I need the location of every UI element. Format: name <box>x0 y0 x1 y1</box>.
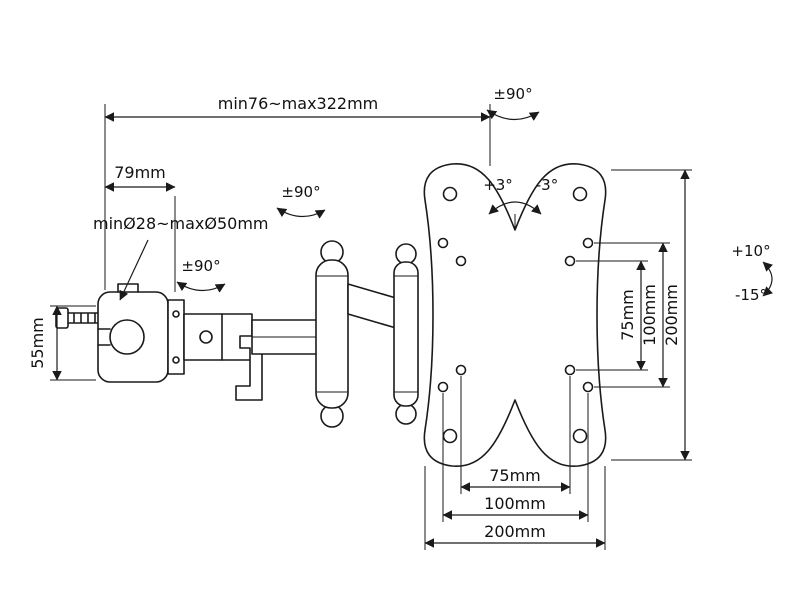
plate-pivot-cylinder <box>393 261 419 407</box>
elbow-cylinder <box>315 259 349 409</box>
rotation-arrow-plate <box>486 109 540 121</box>
mount-hole-75-br <box>564 364 576 376</box>
rotation-arrow-elbow <box>276 207 326 219</box>
mount-hole-corner-br <box>572 428 588 444</box>
plate-pivot-cap-lines <box>394 275 418 393</box>
dim-vesa-horizontal: 75mm 100mm 200mm <box>424 376 606 550</box>
level-adjust-arrow <box>488 201 542 215</box>
clamp-screw-head <box>55 307 69 329</box>
articulating-arm <box>183 240 419 428</box>
mount-hole-75-tr <box>564 255 576 267</box>
ext-line <box>442 393 589 522</box>
ext-line <box>576 260 648 371</box>
elbow-cap-lines <box>316 275 348 393</box>
dim-vesa-vertical: 75mm 100mm 200mm <box>576 169 692 461</box>
plate-pivot-ball-top <box>395 243 417 265</box>
mount-hole-100-tr <box>582 237 594 249</box>
dim-label-v100: 100mm <box>640 284 659 346</box>
rotation-annotations: ±90° ±90° ±90° +3° -3° +10° -15° <box>176 85 773 304</box>
dim-label-h100: 100mm <box>484 494 546 513</box>
dim-label-h75: 75mm <box>489 466 541 485</box>
ext-line <box>460 376 571 494</box>
ext-line <box>594 242 670 388</box>
dim-label-arm-reach: min76~max322mm <box>218 94 379 113</box>
plate-pivot-ball-bottom <box>395 403 417 425</box>
angle-label-level-plus: +3° <box>483 176 513 194</box>
rotation-arrow-clamp <box>176 281 226 293</box>
flange-bolt-bottom <box>172 356 180 364</box>
dim-pole-range: minØ28~maxØ50mm <box>93 214 269 301</box>
ext-line <box>424 466 606 550</box>
dim-offset-79: 79mm <box>104 163 176 292</box>
angle-label-swivel-clamp: ±90° <box>181 257 220 275</box>
flange-bolt-top <box>172 310 180 318</box>
mount-hole-corner-tr <box>572 186 588 202</box>
mount-hole-corner-tl <box>442 186 458 202</box>
ext-line <box>611 169 692 461</box>
dim-arm-reach: min76~max322mm <box>104 94 491 290</box>
mount-hole-100-br <box>582 381 594 393</box>
angle-label-level-minus: -3° <box>536 176 558 194</box>
angle-label-swivel-elbow: ±90° <box>281 183 320 201</box>
mount-hole-100-tl <box>437 237 449 249</box>
dim-label-v75: 75mm <box>618 289 637 341</box>
dim-label-clamp-height: 55mm <box>28 317 47 369</box>
mount-hole-75-tl <box>455 255 467 267</box>
leader-line <box>119 239 149 301</box>
dim-label-v200: 200mm <box>662 284 681 346</box>
mount-hole-75-bl <box>455 364 467 376</box>
mount-hole-100-bl <box>437 381 449 393</box>
dim-clamp-height: 55mm <box>28 305 96 381</box>
pole-hole <box>109 319 145 355</box>
clamp-slot <box>97 328 111 346</box>
angle-label-rotation-plate: ±90° <box>493 85 532 103</box>
angle-label-tilt-down: -15° <box>735 286 767 304</box>
angle-label-tilt-up: +10° <box>731 242 770 260</box>
pole-clamp <box>55 283 185 383</box>
dim-label-h200: 200mm <box>484 522 546 541</box>
clamp-screw-thread <box>67 312 99 324</box>
bracket-bolt <box>199 330 213 344</box>
tilt-arrow <box>762 261 773 297</box>
dim-label-offset-79: 79mm <box>114 163 166 182</box>
dim-label-pole-range: minØ28~maxØ50mm <box>93 214 269 233</box>
